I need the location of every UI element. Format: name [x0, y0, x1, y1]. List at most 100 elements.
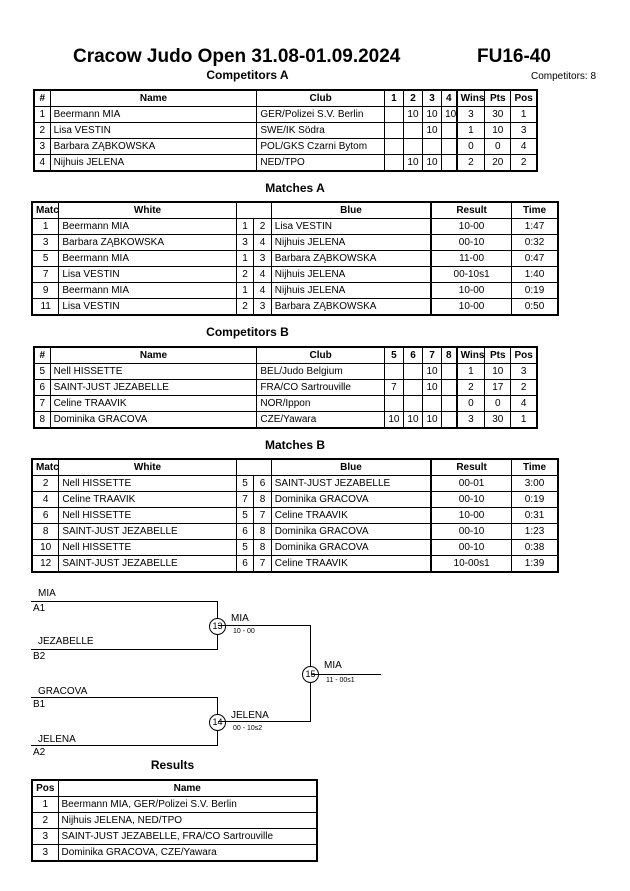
- table-cell: 0:31: [511, 507, 559, 524]
- table-cell: 0: [484, 395, 512, 412]
- column-header: Wins: [455, 89, 486, 107]
- column-header: 4: [441, 89, 458, 107]
- table-cell: 0:47: [511, 250, 559, 267]
- table-cell: Nell HISSETTE: [49, 363, 258, 380]
- table-cell: Nijhuis JELENA: [270, 266, 432, 283]
- table-cell: 00-10: [430, 523, 513, 540]
- table-cell: 7: [383, 379, 404, 396]
- table-cell: 1: [455, 122, 486, 139]
- column-header: Result: [430, 458, 513, 476]
- sf2-winner: JELENA: [231, 710, 269, 721]
- bracket-line: [31, 697, 218, 698]
- table-cell: 11: [31, 298, 60, 316]
- table-cell: [402, 395, 424, 412]
- table-cell: 6: [31, 507, 60, 524]
- sf1-score: 10 - 00: [233, 628, 255, 635]
- column-header: Time: [511, 201, 559, 219]
- column-header: Pos: [31, 779, 59, 797]
- table-cell: Beermann MIA: [58, 250, 237, 267]
- table-cell: 3: [510, 363, 538, 380]
- table-cell: 8: [253, 491, 272, 508]
- table-cell: 8: [33, 411, 51, 429]
- table-cell: 3:00: [511, 475, 559, 492]
- column-header: Match: [31, 458, 60, 476]
- table-cell: 00-01: [430, 475, 513, 492]
- sf2-top-name: GRACOVA: [38, 686, 88, 697]
- table-cell: 10: [402, 411, 424, 429]
- table-cell: Barbara ZĄBKOWSKA: [58, 234, 237, 251]
- table-cell: 1: [235, 282, 255, 299]
- table-cell: 10: [421, 154, 443, 172]
- matches-a-table: MatchWhiteBlueResultTime1Beermann MIA12L…: [31, 201, 559, 316]
- table-cell: 00-10: [430, 491, 513, 508]
- table-cell: [402, 363, 424, 380]
- table-cell: 2: [33, 122, 51, 139]
- table-cell: Nell HISSETTE: [58, 475, 237, 492]
- table-cell: Lisa VESTIN: [49, 122, 258, 139]
- table-cell: 5: [235, 475, 255, 492]
- header-row: MatchWhiteBlueResultTime: [31, 201, 559, 219]
- table-cell: 1: [455, 363, 486, 380]
- column-header: Name: [57, 779, 318, 797]
- final-score: 11 - 00s1: [326, 677, 355, 684]
- table-cell: [383, 122, 404, 139]
- table-cell: [383, 138, 404, 155]
- table-cell: 2: [455, 379, 486, 396]
- column-header: Pos: [510, 89, 538, 107]
- table-cell: 7: [235, 491, 255, 508]
- sf1-top-name: MIA: [38, 588, 56, 599]
- table-cell: [441, 138, 458, 155]
- table-cell: 7: [253, 555, 272, 573]
- table-cell: [421, 395, 443, 412]
- competitors-b-title: Competitors B: [206, 325, 289, 339]
- table-cell: 10: [402, 154, 424, 172]
- table-cell: [441, 411, 458, 429]
- table-cell: [402, 138, 424, 155]
- table-cell: 0:38: [511, 539, 559, 556]
- table-cell: 3: [235, 234, 255, 251]
- table-cell: 4: [253, 282, 272, 299]
- table-cell: 0:50: [511, 298, 559, 316]
- table-cell: 1: [33, 106, 51, 123]
- table-cell: [441, 122, 458, 139]
- column-header: White: [58, 201, 237, 219]
- table-cell: 11-00: [430, 250, 513, 267]
- column-header: #: [33, 89, 51, 107]
- column-header: Pts: [484, 89, 512, 107]
- table-cell: [402, 379, 424, 396]
- table-cell: Barbara ZĄBKOWSKA: [49, 138, 258, 155]
- matches-b-title: Matches B: [264, 438, 326, 452]
- column-header: #: [33, 346, 51, 364]
- table-cell: Lisa VESTIN: [270, 218, 432, 235]
- table-cell: [421, 138, 443, 155]
- table-cell: Beermann MIA: [49, 106, 258, 123]
- table-cell: 10: [484, 122, 512, 139]
- table-cell: SAINT-JUST JEZABELLE, FRA/CO Sartrouvill…: [57, 828, 318, 845]
- table-cell: SAINT-JUST JEZABELLE: [49, 379, 258, 396]
- table-cell: BEL/Judo Belgium: [256, 363, 385, 380]
- column-header: [236, 201, 272, 219]
- table-cell: 1: [31, 796, 59, 813]
- table-cell: 1:39: [511, 555, 559, 573]
- column-header: Match: [31, 201, 60, 219]
- column-header: Club: [256, 346, 385, 364]
- table-cell: Barbara ZĄBKOWSKA: [270, 298, 432, 316]
- bracket-line: [31, 649, 218, 650]
- table-cell: 2: [31, 812, 59, 829]
- table-cell: 5: [235, 539, 255, 556]
- table-cell: 8: [253, 523, 272, 540]
